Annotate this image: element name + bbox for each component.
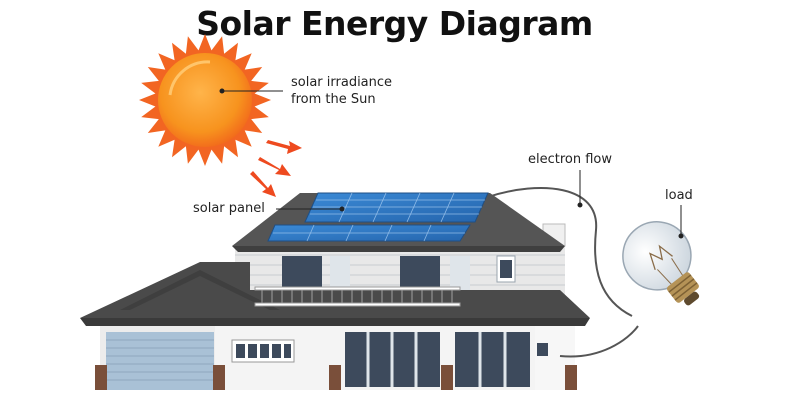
label-electron-flow: electron flow <box>528 152 613 167</box>
house-icon <box>80 192 590 390</box>
callout-lines <box>219 88 684 239</box>
diagram-title: Solar Energy Diagram <box>196 4 593 43</box>
label-load: load <box>665 188 693 203</box>
label-line: from the Sun <box>291 92 376 107</box>
solar-panel-icon <box>267 192 489 242</box>
sun-icon <box>139 34 271 166</box>
wire <box>487 187 639 358</box>
light-bulb-icon <box>622 221 700 306</box>
label-solar-panel: solar panel <box>193 201 265 216</box>
arrow-icon <box>250 140 302 197</box>
label-line: solar irradiance <box>291 75 393 90</box>
label-solar-irradiance: solar irradiance from the Sun <box>291 74 392 108</box>
